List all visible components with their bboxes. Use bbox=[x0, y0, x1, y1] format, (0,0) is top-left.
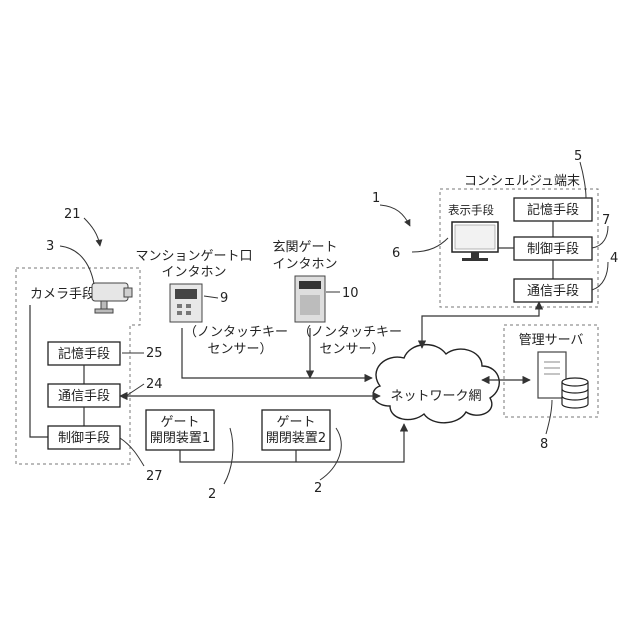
network-cloud: ネットワーク網 bbox=[373, 345, 499, 423]
concierge-title: コンシェルジュ端末 bbox=[464, 174, 580, 189]
mansion-sensor-1: （ノンタッチキー bbox=[184, 325, 288, 340]
ref-storage-left: 25 bbox=[146, 346, 163, 361]
ref-comm-left: 24 bbox=[146, 377, 163, 392]
ref-display: 6 bbox=[392, 246, 400, 261]
entrance-sensor-1: （ノンタッチキー bbox=[298, 325, 402, 340]
ref-entrance-intercom: 10 bbox=[342, 286, 359, 301]
ref-camera: 3 bbox=[46, 239, 54, 254]
server-title: 管理サーバ bbox=[519, 333, 584, 348]
gate1-line2: 開閉装置1 bbox=[150, 431, 210, 446]
network-label: ネットワーク網 bbox=[390, 389, 481, 404]
management-server: 管理サーバ bbox=[504, 325, 598, 417]
storage-label-left: 記憶手段 bbox=[58, 346, 110, 362]
ref-gate-1: 2 bbox=[208, 487, 216, 502]
control-label-right: 制御手段 bbox=[527, 242, 579, 257]
gate-device-2: ゲート 開閉装置2 bbox=[262, 410, 330, 450]
display-label: 表示手段 bbox=[448, 203, 494, 217]
entrance-sensor-2: センサー） bbox=[319, 342, 384, 357]
concierge-terminal: コンシェルジュ端末 表示手段 記憶手段 制御手段 通信手段 bbox=[440, 174, 598, 307]
ref-control-right: 7 bbox=[602, 213, 610, 228]
intercom-device-icon bbox=[170, 284, 202, 322]
ref-gate-2: 2 bbox=[314, 481, 322, 496]
storage-label-right: 記憶手段 bbox=[527, 202, 579, 218]
ref-storage-right: 5 bbox=[574, 149, 582, 164]
entrance-intercom-title-1: 玄関ゲート bbox=[272, 240, 337, 255]
mansion-intercom-title-2: インタホン bbox=[161, 265, 226, 280]
mansion-intercom: マンションゲート口 インタホン （ノンタッチキー センサー） bbox=[135, 249, 288, 357]
ref-comm-right: 4 bbox=[610, 251, 618, 266]
database-icon bbox=[562, 378, 588, 408]
ref-camera-group: 21 bbox=[64, 207, 81, 222]
entrance-intercom: 玄関ゲート インタホン （ノンタッチキー センサー） bbox=[272, 240, 402, 357]
ref-control-left: 27 bbox=[146, 469, 163, 484]
ref-system: 1 bbox=[372, 191, 380, 206]
mansion-intercom-title-1: マンションゲート口 bbox=[135, 249, 252, 264]
camera-group: カメラ手段 記憶手段 通信手段 制御手段 bbox=[16, 268, 140, 464]
gate-device-1: ゲート 開閉装置1 bbox=[146, 410, 214, 450]
comm-label-right: 通信手段 bbox=[527, 284, 579, 299]
entrance-device-icon bbox=[295, 276, 325, 322]
control-label-left: 制御手段 bbox=[58, 431, 110, 446]
ref-server: 8 bbox=[540, 437, 548, 452]
camera-icon bbox=[92, 283, 132, 313]
ref-mansion-intercom: 9 bbox=[220, 291, 228, 306]
gate2-line1: ゲート bbox=[276, 415, 315, 430]
camera-group-title: カメラ手段 bbox=[30, 287, 95, 302]
monitor-icon bbox=[452, 222, 498, 261]
gate2-line2: 開閉装置2 bbox=[266, 431, 326, 446]
comm-label-left: 通信手段 bbox=[58, 389, 110, 404]
entrance-intercom-title-2: インタホン bbox=[272, 257, 337, 272]
gate1-line1: ゲート bbox=[160, 415, 199, 430]
mansion-sensor-2: センサー） bbox=[207, 342, 272, 357]
